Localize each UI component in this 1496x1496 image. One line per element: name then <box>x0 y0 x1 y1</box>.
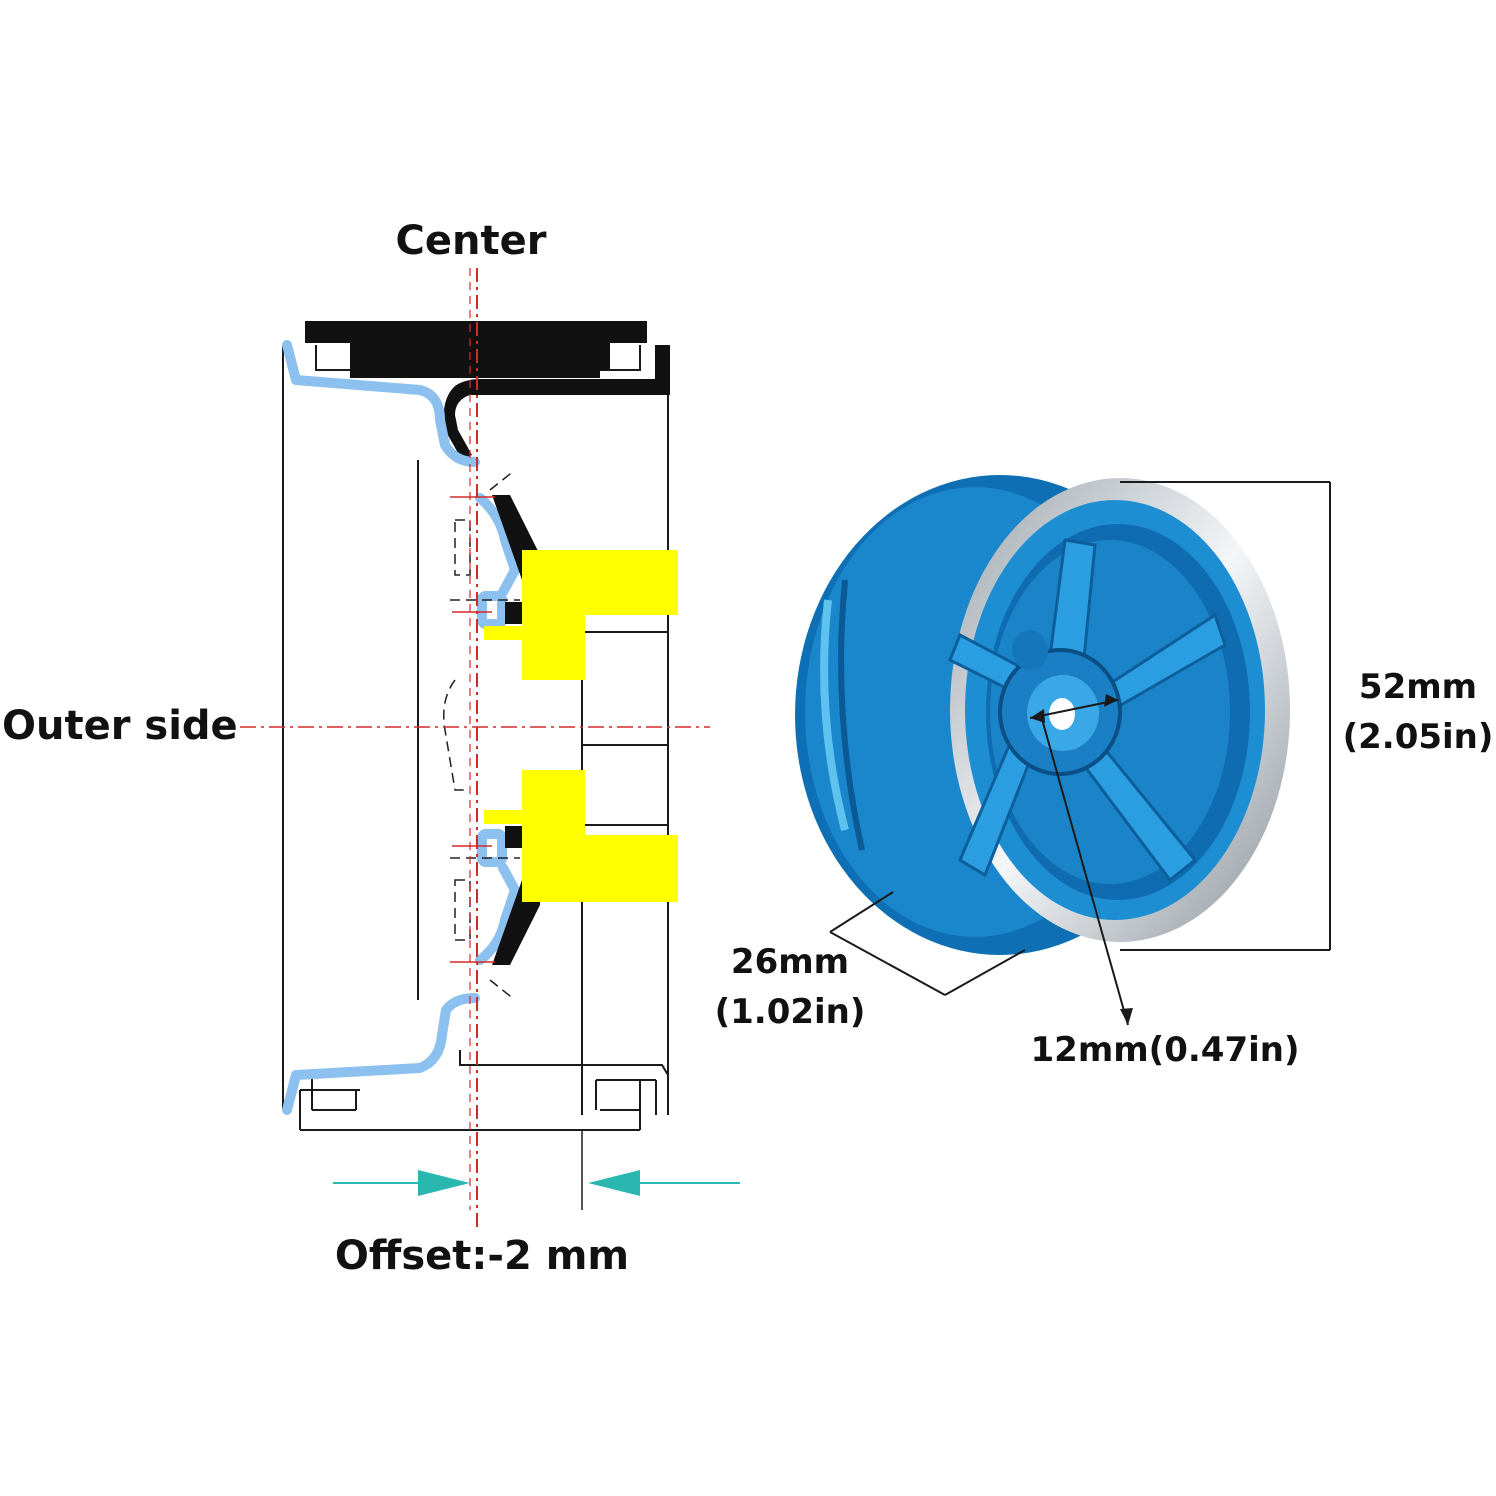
hub-yellow <box>484 550 678 902</box>
arrow-left-icon <box>588 1170 640 1196</box>
width-dimension-label: 26mm (1.02in) <box>715 937 866 1037</box>
offset-dimension <box>333 1130 740 1210</box>
diameter-mm: 52mm <box>1358 667 1478 707</box>
width-in: (1.02in) <box>714 992 866 1032</box>
outer-side-label: Outer side <box>2 703 238 749</box>
arrow-right-icon <box>418 1170 470 1196</box>
rim-blue-highlight <box>282 340 520 1115</box>
construction-lines <box>443 469 520 1001</box>
wheel-dimension-lines <box>829 481 1331 1026</box>
diameter-dimension-label: 52mm (2.05in) <box>1343 662 1494 762</box>
rim-outline <box>282 345 669 1131</box>
bore-dimension-label: 12mm(0.47in) <box>1030 1030 1300 1070</box>
width-mm: 26mm <box>730 942 850 982</box>
center-label: Center <box>395 218 547 264</box>
rc-wheel-rim-icon <box>795 475 1290 955</box>
rim-cross-section <box>240 268 740 1230</box>
red-ticks <box>450 496 495 963</box>
diameter-in: (2.05in) <box>1342 717 1494 757</box>
tire-section-top <box>305 321 670 460</box>
bore-arrow-heads <box>1030 694 1133 1025</box>
offset-label: Offset:-2 mm <box>334 1233 630 1279</box>
